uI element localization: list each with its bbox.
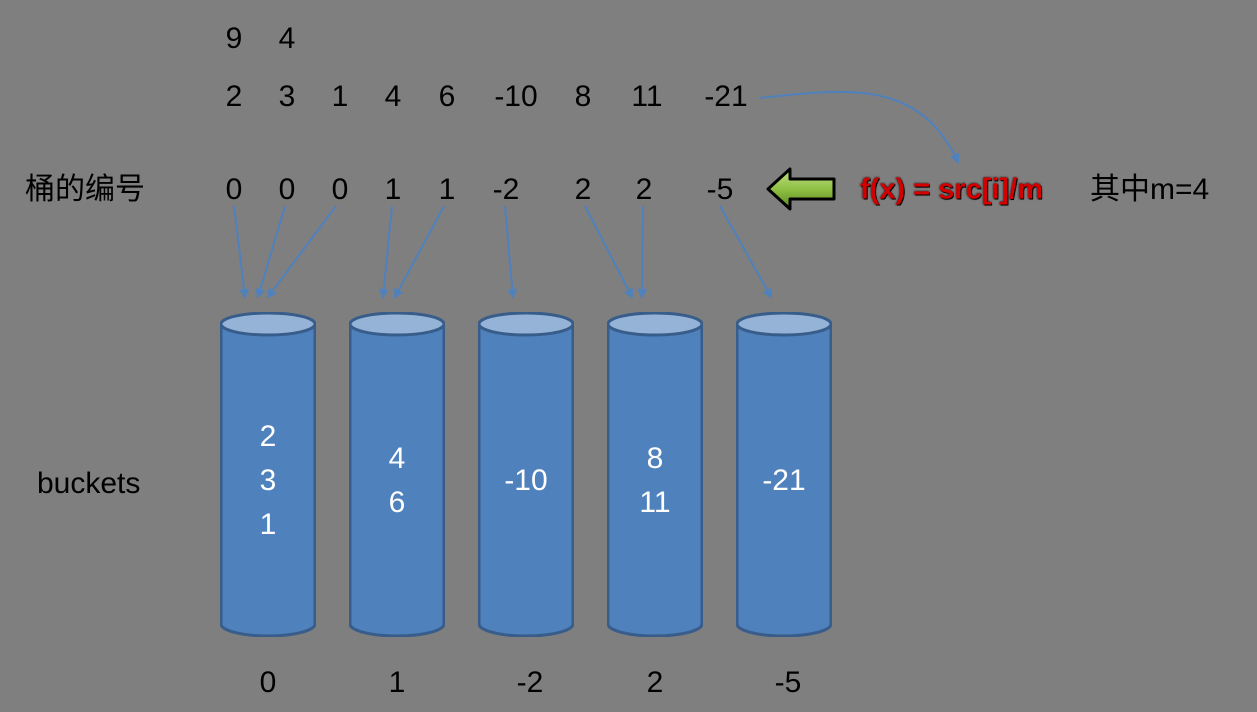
arrow-2-to-bucket-0 bbox=[233, 205, 250, 299]
top-value: 9 bbox=[225, 22, 243, 55]
source-value: 6 bbox=[438, 80, 456, 113]
bucket-contents: -10 bbox=[478, 312, 574, 637]
arrow-6-to-bucket-1 bbox=[394, 205, 445, 299]
bucket-index: -5 bbox=[706, 173, 734, 206]
bucket: 8 11 bbox=[607, 312, 703, 637]
bucket-value: -10 bbox=[504, 463, 548, 497]
bucket-value: 2 bbox=[259, 419, 277, 453]
bucket-value: -21 bbox=[762, 463, 806, 497]
bucket-index-title: 桶的编号 bbox=[25, 173, 145, 206]
bucket-value: 3 bbox=[259, 463, 277, 497]
arrow-3-to-bucket-0 bbox=[255, 205, 286, 299]
buckets-label: buckets bbox=[37, 467, 141, 500]
bucket-id: -2 bbox=[516, 666, 544, 699]
bucket-contents: 8 11 bbox=[607, 312, 703, 637]
source-value: 3 bbox=[278, 80, 296, 113]
formula-note: 其中m=4 bbox=[1090, 173, 1210, 206]
top-value: 4 bbox=[278, 22, 296, 55]
bucket-index: 2 bbox=[635, 173, 653, 206]
bucket: -10 bbox=[478, 312, 574, 637]
bucket-contents: 2 3 1 bbox=[220, 312, 316, 637]
bucket-contents: -21 bbox=[736, 312, 832, 637]
bucket: 4 6 bbox=[349, 312, 445, 637]
arrow-1-to-bucket-0 bbox=[266, 205, 337, 299]
bucket-index: -2 bbox=[492, 173, 520, 206]
arrow-to-formula bbox=[759, 90, 960, 164]
bucket-value: 1 bbox=[259, 507, 277, 541]
source-value: 4 bbox=[384, 80, 402, 113]
bucket-id: -5 bbox=[774, 666, 802, 699]
source-value: 11 bbox=[631, 80, 663, 113]
bucket-value: 6 bbox=[388, 485, 406, 519]
arrow-neg21-to-bucket-neg5 bbox=[719, 205, 772, 299]
bucket-value: 4 bbox=[388, 441, 406, 475]
arrow-neg10-to-bucket-neg2 bbox=[504, 205, 518, 299]
bucket: -21 bbox=[736, 312, 832, 637]
left-arrow-icon bbox=[766, 167, 836, 211]
bucket-index: 2 bbox=[574, 173, 592, 206]
bucket-index: 0 bbox=[225, 173, 243, 206]
source-value: 8 bbox=[574, 80, 592, 113]
bucket-index: 1 bbox=[384, 173, 402, 206]
arrow-8-to-bucket-2 bbox=[584, 205, 633, 299]
bucket-id: 2 bbox=[646, 666, 664, 699]
bucket-value: 11 bbox=[639, 485, 671, 519]
arrow-4-to-bucket-1 bbox=[378, 205, 393, 299]
bucket-contents: 4 6 bbox=[349, 312, 445, 637]
bucket-id: 0 bbox=[259, 666, 277, 699]
source-value: -21 bbox=[704, 80, 748, 113]
source-value: -10 bbox=[494, 80, 538, 113]
bucket-index: 1 bbox=[438, 173, 456, 206]
source-value: 1 bbox=[331, 80, 349, 113]
bucket-index: 0 bbox=[278, 173, 296, 206]
bucket-value: 8 bbox=[646, 441, 664, 475]
arrow-11-to-bucket-2 bbox=[637, 205, 648, 299]
source-value: 2 bbox=[225, 80, 243, 113]
bucket: 2 3 1 bbox=[220, 312, 316, 637]
mapping-formula: f(x) = src[i]/m bbox=[860, 173, 1043, 206]
bucket-index: 0 bbox=[331, 173, 349, 206]
bucket-id: 1 bbox=[388, 666, 406, 699]
